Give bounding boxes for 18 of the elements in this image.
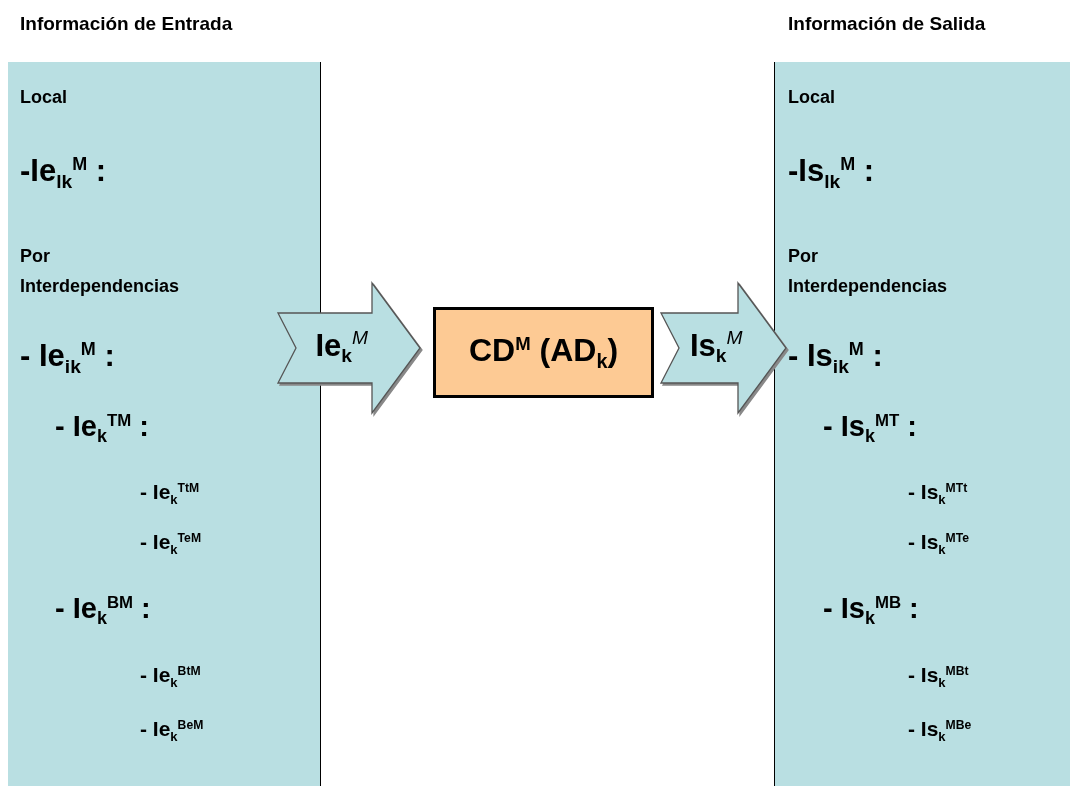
formula-text: -Is$_{lk}$$^{M}$ : [788, 152, 875, 193]
formula-text: - Ie$_{k}$$^{BM}$ : [55, 592, 151, 629]
formula-text: - Ie$_{k}$$^{TM}$ : [55, 410, 149, 447]
block-arrow [276, 281, 421, 415]
formula-text: - Is$_{ik}$$^{M}$ : [788, 337, 883, 378]
panel-heading: Información de Salida [788, 13, 986, 36]
block-arrow [659, 281, 787, 415]
process-box [433, 307, 654, 398]
panel-heading: Información de Entrada [20, 13, 233, 36]
process-label: CD$^{M}$ (AD$_{k}$) [468, 332, 619, 373]
section-heading: Por Interdependencias [20, 245, 181, 298]
section-heading: Local [20, 86, 67, 108]
formula-text: - Is$_{k}$$^{MT}$ : [823, 410, 917, 447]
section-heading: Local [788, 86, 835, 108]
formula-text: -Ie$_{lk}$$^{M}$ : [20, 152, 107, 193]
formula-text: - Ie$_{ik}$$^{M}$ : [20, 337, 115, 378]
formula-text: - Is$_{k}$$^{MB}$ : [823, 592, 919, 629]
section-heading: Por Interdependencias [788, 245, 949, 298]
